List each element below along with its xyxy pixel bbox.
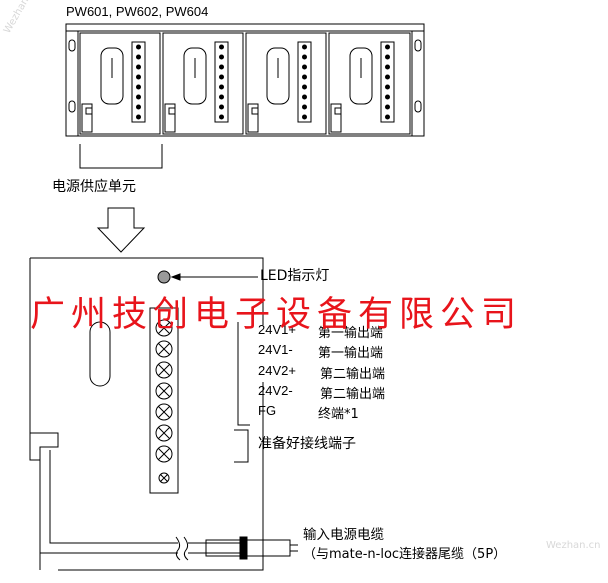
cable-wire — [39, 450, 178, 554]
supply-bracket — [79, 144, 163, 169]
ready-bracket — [234, 429, 249, 463]
rack-hole — [68, 39, 76, 52]
terminal-name: FG — [258, 403, 277, 418]
terminal-desc: 终端*1 — [318, 407, 359, 422]
led-indicator — [157, 270, 171, 284]
rack-frame — [65, 23, 425, 137]
terminal-name: 24V2- — [258, 383, 293, 398]
input-cable-note: （与mate-n-loc连接器尾缆（5P） — [303, 547, 507, 562]
down-arrow — [96, 207, 146, 253]
rack-hole — [68, 100, 76, 113]
supply-unit-label: 电源供应单元 — [52, 179, 136, 195]
terminal-desc: 第一输出端 — [318, 326, 384, 341]
cable-sleeve — [205, 539, 241, 557]
rack-slot-4 — [328, 32, 411, 135]
terminal-desc: 第一输出端 — [318, 346, 384, 361]
input-cable-label: 输入电源电缆 — [303, 527, 384, 543]
connector-body — [246, 539, 291, 557]
latch — [29, 432, 59, 570]
rack-hole — [414, 100, 422, 113]
ready-terminal-label: 准备好接线端子 — [258, 436, 356, 452]
company-watermark: 广州技创电子设备有限公司 — [30, 295, 523, 335]
rack-slot-1 — [79, 32, 161, 135]
connector-collar — [239, 536, 248, 560]
model-title: PW601, PW602, PW604 — [66, 4, 209, 19]
terminal-name: 24V1- — [258, 342, 293, 357]
rack-slot-3 — [245, 32, 327, 135]
psu-body — [30, 257, 264, 571]
rack-terminal-dots — [136, 44, 390, 120]
terminal-name: 24V2+ — [258, 363, 296, 378]
terminal-bracket — [237, 322, 250, 426]
terminal-screws — [155, 319, 173, 484]
rack-hole — [414, 39, 422, 52]
psu-slot — [89, 321, 111, 387]
rack-slot-2 — [162, 32, 244, 135]
terminal-name: 24V1+ — [258, 322, 296, 337]
terminal-desc: 第二输出端 — [320, 367, 386, 382]
corner-watermark-bottom-right: Wezhan.cn — [546, 540, 601, 551]
terminal-desc: 第二输出端 — [320, 387, 386, 402]
terminal-strip — [149, 307, 179, 494]
led-label: LED指示灯 — [260, 268, 330, 284]
